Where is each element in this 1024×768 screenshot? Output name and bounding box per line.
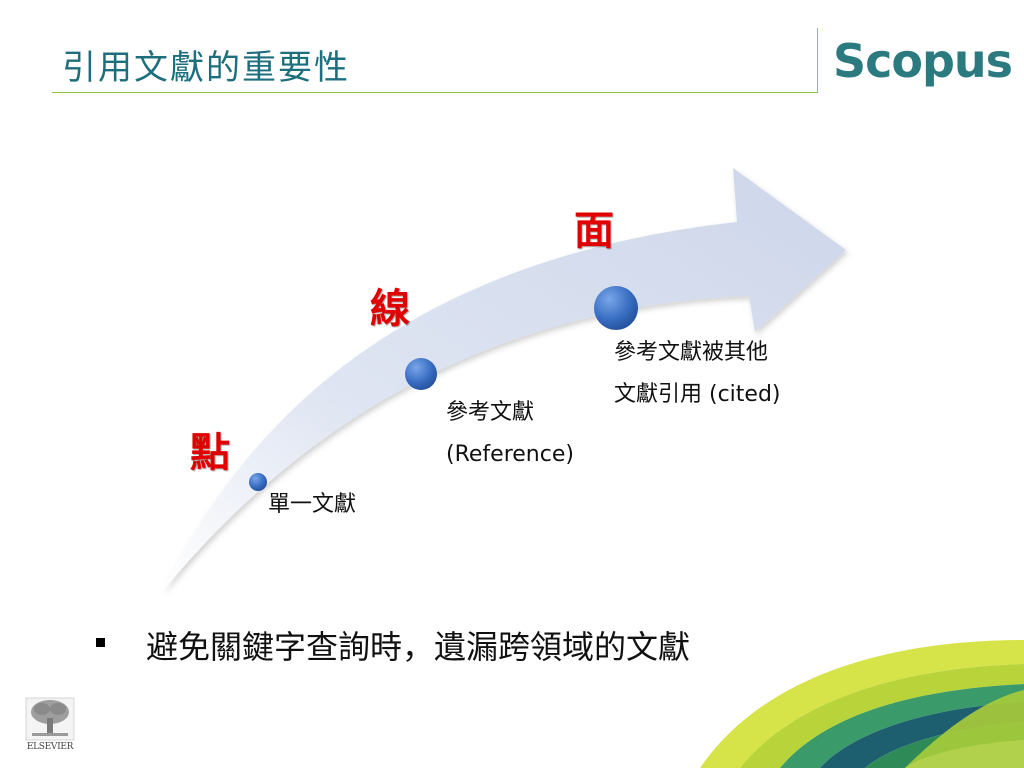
title-divider: [817, 28, 818, 93]
bullet-text: 避免關鍵字查詢時，遺漏跨領域的文獻: [146, 628, 691, 666]
title-underline: [52, 92, 818, 93]
elsevier-wordmark: ELSEVIER: [26, 742, 74, 752]
caption-line: 參考文獻 (Reference): [446, 392, 574, 476]
stage-label-surface: 面: [574, 207, 614, 254]
caption-line-line-1: 參考文獻: [446, 400, 535, 425]
bullet-square-icon: [96, 638, 105, 647]
caption-line-line-2: (Reference): [446, 442, 574, 467]
stage-label-line: 線: [370, 285, 410, 332]
slide-title: 引用文獻的重要性: [62, 48, 350, 88]
arrow-shape: [162, 168, 846, 592]
elsevier-tree-icon: [25, 697, 75, 741]
scopus-logo: Scopus: [833, 34, 1013, 88]
node-surface: [594, 286, 638, 330]
caption-point: 單一文獻: [268, 484, 356, 526]
caption-surface-line-2: 文獻引用 (cited): [614, 382, 781, 407]
elsevier-logo: ELSEVIER: [22, 696, 78, 756]
caption-point-line-1: 單一文獻: [268, 492, 357, 517]
stage-label-point: 點: [190, 429, 230, 476]
node-line: [405, 358, 437, 390]
caption-surface: 參考文獻被其他 文獻引用 (cited): [614, 332, 781, 416]
node-point: [249, 473, 267, 491]
caption-surface-line-1: 參考文獻被其他: [614, 340, 769, 365]
